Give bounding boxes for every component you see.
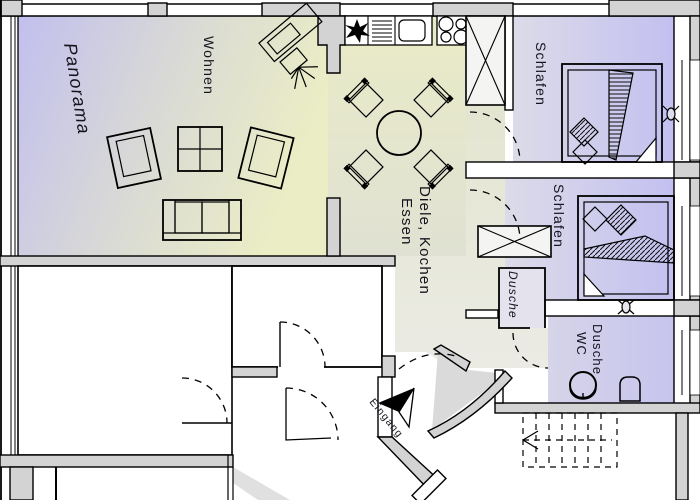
- hallway-floor: [395, 105, 548, 368]
- wall-spur: [326, 197, 341, 257]
- top-facade-wall: [0, 0, 700, 17]
- dining-table-icon: [376, 110, 422, 156]
- pillow: [605, 204, 637, 236]
- duvet: [608, 69, 634, 161]
- bathroom-label-line1: Dusche: [590, 324, 605, 375]
- wall-pillar: [147, 2, 168, 17]
- wall-segment: [432, 2, 514, 17]
- wall-pillar: [0, 0, 23, 17]
- window: [689, 329, 700, 396]
- kitchen-label-line2: Essen: [398, 198, 415, 246]
- wall-stub: [231, 366, 278, 378]
- kitchen-sink-icon: [398, 19, 426, 42]
- sink-drain-icon: [345, 19, 370, 43]
- wall-pier: [9, 466, 34, 500]
- kitchen-label-line1: Diele, Kochen: [416, 186, 433, 295]
- wardrobe-icon: [477, 225, 552, 258]
- window: [689, 205, 700, 297]
- door-swing-arc: [285, 387, 339, 441]
- wall-segment: [608, 0, 700, 17]
- armchair-icon: [237, 126, 295, 190]
- door-swing-arc: [469, 111, 521, 163]
- wall-line: [285, 388, 332, 441]
- wall-junction: [673, 299, 700, 317]
- shower-label: Dusche: [506, 271, 520, 319]
- blanket-fold: [583, 272, 606, 297]
- living-room-floor: [18, 16, 328, 256]
- wardrobe-icon: [465, 15, 506, 106]
- wall-bathroom-bottom: [494, 402, 700, 414]
- entrance-door-swing-arc: [398, 353, 460, 370]
- bedroom-top-label: Schlafen: [533, 42, 549, 106]
- dining-chair-icon: [343, 77, 384, 118]
- wall-entrance-diagonal: [432, 344, 471, 373]
- bed-icon: [577, 195, 675, 301]
- window: [689, 59, 700, 161]
- shower-room-walls: [498, 267, 546, 329]
- armchair-icon: [106, 126, 162, 190]
- office-desk-chair-icon: [258, 2, 323, 89]
- dining-chair-icon: [343, 149, 384, 190]
- coffee-table-icon: [177, 126, 223, 172]
- dishwasher-icon: [372, 20, 392, 42]
- duvet: [583, 235, 675, 264]
- wall-curved: [426, 369, 513, 439]
- bathroom-label-line2: WC: [574, 332, 589, 356]
- neighbour-room-left: [17, 265, 233, 456]
- kitchen-counter: [317, 15, 471, 74]
- dining-chair-icon: [413, 149, 454, 190]
- washbasin-icon: [619, 376, 641, 402]
- door-swing-arc: [512, 332, 549, 369]
- stairwell-wall: [675, 412, 689, 500]
- door-swing-arc: [469, 189, 521, 241]
- sofa-icon: [162, 199, 242, 241]
- blanket-fold: [634, 136, 657, 163]
- radiator-valve-icon: [617, 299, 635, 315]
- bed-icon: [561, 63, 663, 165]
- pillow: [572, 139, 598, 165]
- shower-room-floor: [499, 268, 545, 328]
- radiator-valve-icon: [662, 105, 680, 123]
- wall-junction: [673, 161, 700, 179]
- stairs-icon: [522, 412, 618, 468]
- kitchen-floor: [328, 16, 466, 256]
- wall-bedroom-divider: [465, 161, 700, 179]
- living-room-label: Wohnen: [201, 36, 217, 95]
- bedroom-middle-label: Schlafen: [551, 184, 567, 248]
- stairs-direction-arrow: [522, 430, 539, 450]
- wall-living-bottom: [0, 255, 396, 267]
- pillow: [582, 206, 608, 232]
- wall-bottom: [0, 454, 234, 468]
- neighbour-room-center: [231, 265, 383, 368]
- pillow: [569, 117, 599, 147]
- toilet-icon: [569, 371, 597, 400]
- wall-stub: [465, 309, 499, 319]
- wall-notch: [381, 355, 396, 378]
- bathroom-floor: [548, 316, 674, 403]
- entrance-arrow-icon: [378, 387, 415, 429]
- wall-segment: [261, 2, 341, 17]
- wall-bedroom-top: [504, 15, 514, 111]
- bedroom-top-floor: [513, 16, 674, 162]
- wall-shadow: [233, 467, 290, 500]
- wall-line: [227, 455, 234, 500]
- entrance-shadow: [432, 352, 508, 430]
